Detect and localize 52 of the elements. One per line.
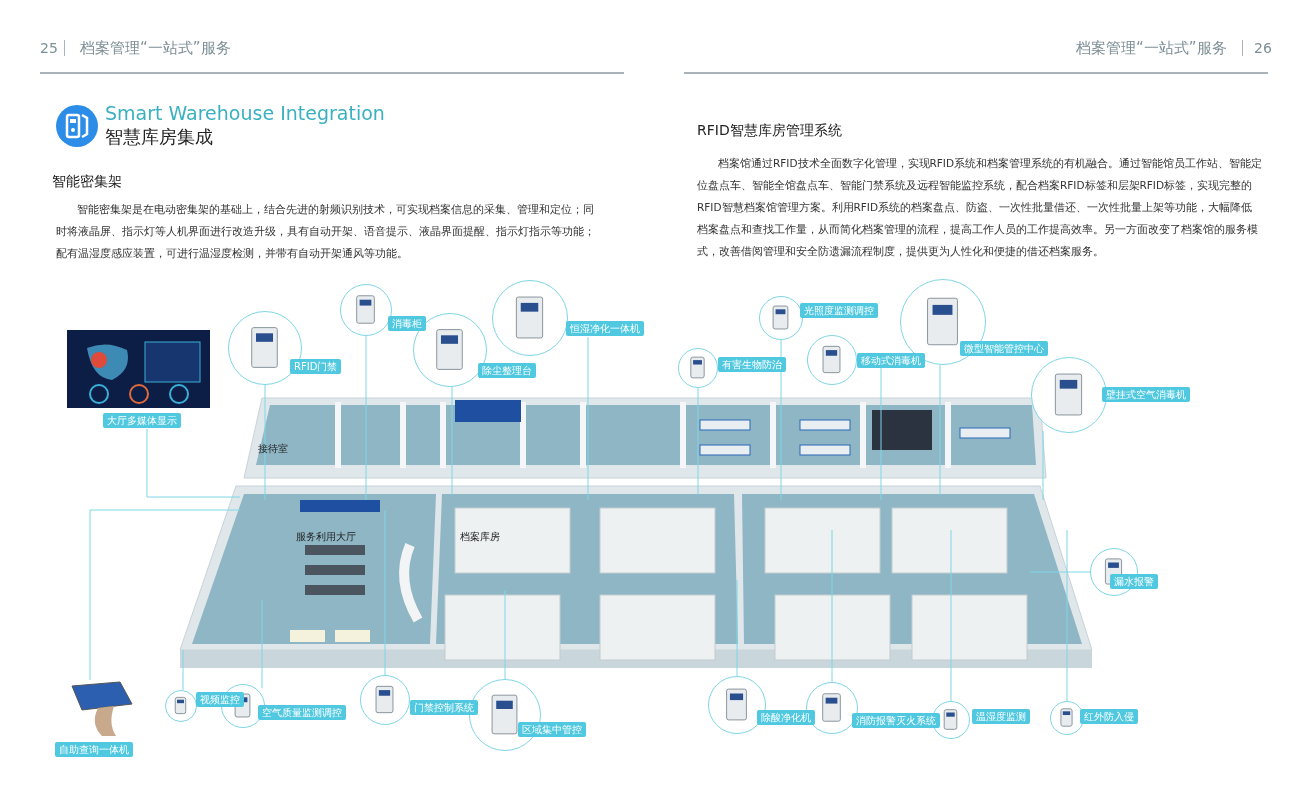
callout-label: 自助查询一体机: [55, 742, 133, 757]
running-header: 档案管理“一站式”服务: [80, 39, 231, 58]
callout-label: 移动式消毒机: [857, 353, 925, 368]
callout-label: 红外防入侵: [1080, 709, 1138, 724]
callout-label: 消毒柜: [388, 316, 426, 331]
callout-label: 壁挂式空气消毒机: [1102, 387, 1190, 402]
leader-line: [939, 364, 941, 496]
leader-line: [587, 336, 589, 501]
leader-line: [264, 384, 266, 501]
leader-line: [261, 599, 263, 689]
body-paragraph: 档案馆通过RFID技术全面数字化管理，实现RFID系统和档案管理系统的有机融合。通过智能馆员工作站、智能定位盘点车、智能全馆盘点车、智能门禁系统及远程智能监控系统，配合档案RFID标签和层架RFID标签，实现完整的RFID智慧档案馆管理方案。利用RFID系统的档案盘点、防盗、一次性批量借还、一次性批量上架等功能，大幅降低档案盘点和查找工作量，从而简化档案管理的流程，提高工作人员的工作提高效率。另一方面改变了档案馆的服务模式，改善借阅管理和安全防遗漏流程制度，提供更为人性化和便捷的借还档案服务。: [697, 156, 1263, 259]
running-header: 档案管理“一站式”服务: [1076, 39, 1227, 58]
title: Smart Warehouse Integration: [105, 102, 385, 124]
page-number: 26: [1254, 40, 1272, 56]
leader-line: [504, 589, 506, 680]
subsection-heading: 智能密集架: [52, 173, 122, 191]
leader-line: [950, 529, 952, 702]
leader-line: [146, 428, 241, 498]
leader-line: [697, 387, 699, 496]
callout-label: 门禁控制系统: [410, 700, 478, 715]
callout-label: 除尘整理台: [478, 363, 536, 378]
leader-line: [880, 367, 882, 501]
callout-label: 空气质量监测调控: [258, 705, 346, 720]
leader-line: [451, 386, 453, 496]
page-number: 25: [40, 40, 58, 56]
room-label: 接待室: [258, 442, 288, 456]
callout-label: 视频监控: [196, 692, 244, 707]
callout-label: 恒湿净化一体机: [566, 321, 644, 336]
leader-line: [1042, 430, 1044, 501]
callout-label: 光照度监测调控: [800, 303, 878, 318]
callout-label: RFID门禁: [290, 359, 342, 374]
section-heading: 智慧库房集成: [105, 125, 213, 149]
room-label: 服务利用大厅: [296, 530, 356, 544]
callout-label: 温湿度监测: [972, 709, 1030, 724]
subsection-heading: RFID智慧库房管理系统: [697, 122, 842, 140]
leader-line: [365, 335, 367, 501]
callout-label: 大厅多媒体显示: [103, 413, 181, 428]
room-label: 档案库房: [460, 530, 500, 544]
body-paragraph: 智能密集架是在电动密集架的基础上，结合先进的射频识别技术，可实现档案信息的采集、管理和定位；同时将液晶屏、指示灯等人机界面进行改造升级，具有自动开架、语音提示、液晶界面提醒、指示灯指示等功能；配有温湿度感应装置，可进行温湿度检测，并带有自动开架通风等功能。: [56, 202, 596, 261]
callout-label: 区域集中管控: [518, 722, 586, 737]
callout-label: 微型智能管控中心: [960, 341, 1048, 356]
leader-line: [1066, 529, 1068, 702]
callout-label: 有害生物防治: [718, 357, 786, 372]
callout-label: 消防报警灭火系统: [852, 713, 940, 728]
leader-line: [780, 339, 782, 501]
leader-line: [831, 529, 833, 683]
leader-line: [182, 649, 184, 691]
callout-label: 除酸净化机: [757, 710, 815, 725]
leader-line: [1029, 571, 1091, 573]
leader-line: [736, 579, 738, 677]
callout-label: 漏水报警: [1110, 574, 1158, 589]
leader-line: [89, 509, 241, 681]
